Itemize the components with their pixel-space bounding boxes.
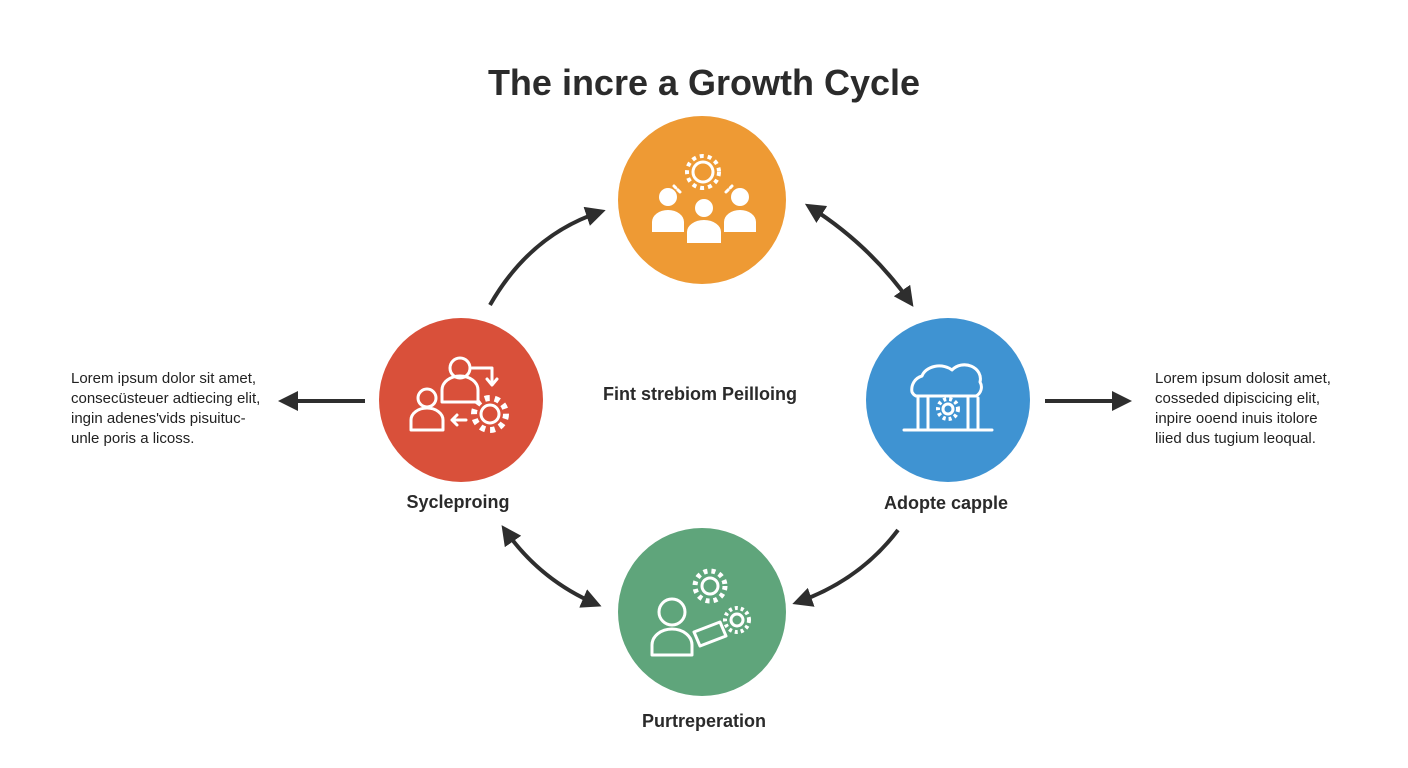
arrow-bottom-left-double xyxy=(501,525,602,608)
right-text-line: liied dus tugium leoqual. xyxy=(1155,430,1316,447)
right-description: Lorem ipsum dolosit amet, cosseded dipis… xyxy=(1155,369,1331,449)
person-tool-gear-icon xyxy=(650,568,751,657)
node-bottom-circle xyxy=(618,528,786,696)
node-bottom-label: Purtreperation xyxy=(641,711,767,731)
left-text-line: consecüsteuer adtiecing elit, xyxy=(71,390,261,407)
node-left-label: Sycleproing xyxy=(406,492,510,512)
arrow-left-to-top xyxy=(488,206,606,306)
node-left-circle xyxy=(379,318,543,482)
arrow-top-right-double xyxy=(804,203,914,307)
left-text-line: unle poris a licoss. xyxy=(71,430,195,447)
diagram-title: The incre a Growth Cycle xyxy=(487,62,921,103)
building-gear-icon xyxy=(902,363,994,432)
right-text-line: Lorem ipsum dolosit amet, xyxy=(1155,370,1331,387)
people-gear-icon xyxy=(409,356,509,433)
left-description: Lorem ipsum dolor sit amet, consecüsteue… xyxy=(71,369,260,449)
left-text-line: ingin adenes'vids pisuituc- xyxy=(71,410,246,427)
right-text-line: inpire ooend inuis itolore xyxy=(1155,410,1318,427)
arrow-right-to-bottom xyxy=(792,528,900,607)
center-label: Fint strebiom Peilloing xyxy=(602,384,798,404)
node-right-circle xyxy=(866,318,1030,482)
team-gear-icon xyxy=(652,154,756,245)
left-text-line: Lorem ipsum dolor sit amet, xyxy=(71,370,257,387)
right-text-line: cosseded dipiscicing elit, xyxy=(1155,390,1321,407)
node-right-label: Adopte capple xyxy=(883,493,1009,513)
